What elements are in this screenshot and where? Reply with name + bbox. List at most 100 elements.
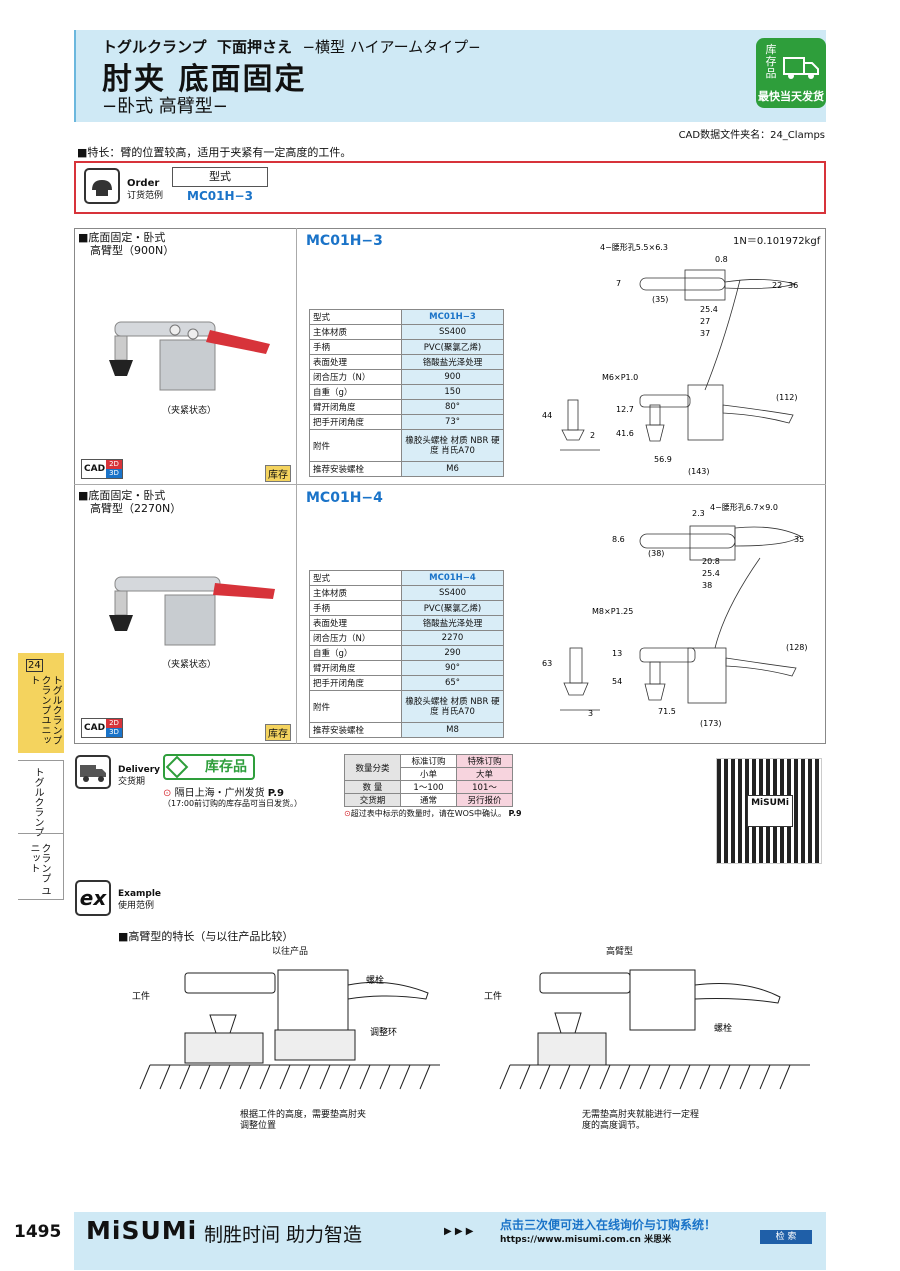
page-subtitle: −卧式 高臂型−: [102, 96, 228, 117]
spec-row: 自重（g）150: [309, 384, 504, 400]
svg-text:4−腰形孔5.5×6.3: 4−腰形孔5.5×6.3: [600, 243, 668, 252]
svg-text:调整环: 调整环: [370, 1026, 397, 1038]
order-box: [74, 161, 826, 214]
model-name: MC01H−3: [306, 233, 383, 249]
order-value: MC01H−3: [187, 189, 253, 203]
slogan: 制胜时间 助力智造: [204, 1224, 363, 1246]
spec-row: 表面处理铬酸盐光泽处理: [309, 354, 504, 370]
left-title: 以往产品: [272, 947, 309, 957]
dimension-drawing: 4−腰形孔6.7×9.0 2.3 8.6 (38) 20.8 25.4 38 3…: [542, 503, 808, 728]
svg-text:38: 38: [702, 581, 712, 590]
svg-text:M8×P1.25: M8×P1.25: [592, 607, 633, 616]
svg-text:22: 22: [772, 281, 782, 290]
svg-text:13: 13: [612, 649, 622, 658]
stock-badge: 库存品 最快当天发货: [756, 38, 826, 108]
svg-text:工件: 工件: [484, 990, 502, 1002]
box-icon: [165, 755, 189, 779]
side-tab-active[interactable]: 24 トグルクランプ クランプユニット: [18, 653, 64, 753]
stock-tag: 库存: [265, 465, 291, 482]
cta-text: 点击三次便可进入在线询价与订购系统！: [500, 1218, 717, 1232]
clamp-state: （夹紧状态）: [162, 406, 217, 416]
svg-text:8.6: 8.6: [612, 535, 625, 544]
svg-text:56.9: 56.9: [654, 455, 672, 464]
svg-text:25.4: 25.4: [702, 569, 720, 578]
svg-text:71.5: 71.5: [658, 707, 676, 716]
svg-text:M6×P1.0: M6×P1.0: [602, 373, 638, 382]
clamp-state: （夹紧状态）: [162, 660, 217, 670]
delivery-footnote: ⊙超过表中标示的数量时，请在WOS中确认。 P.9: [344, 809, 522, 818]
divider: [74, 484, 826, 485]
order-table: 型式 MC01H−3: [172, 167, 268, 205]
svg-text:4−腰形孔6.7×9.0: 4−腰形孔6.7×9.0: [710, 503, 778, 512]
svg-text:(35): (35): [652, 295, 668, 304]
spec-row: 附件橡胶头螺栓 材质 NBR 硬度 肖氏A70: [309, 429, 504, 462]
svg-text:螺栓: 螺栓: [714, 1022, 732, 1034]
svg-text:20.8: 20.8: [702, 557, 720, 566]
jp-title: トグルクランプ 下面押さえ −横型 ハイアームタイプ−: [102, 38, 481, 56]
example-section-title: ■高臂型的特长（与以往产品比较）: [118, 930, 294, 943]
svg-text:25.4: 25.4: [700, 305, 718, 314]
order-col-header: 型式: [172, 167, 268, 187]
clamp-photo: [109, 576, 275, 646]
svg-text:35: 35: [794, 535, 804, 544]
svg-text:螺栓: 螺栓: [366, 974, 384, 986]
example-illustration: 工件 螺栓 调整环 工件 螺栓: [132, 969, 810, 1090]
svg-text:54: 54: [612, 677, 622, 686]
svg-text:(143): (143): [688, 467, 710, 476]
search-button[interactable]: 检 索: [760, 1230, 812, 1244]
example-icon: ex: [75, 880, 111, 916]
svg-text:37: 37: [700, 329, 710, 338]
spec-row: 闭合压力（N）2270: [309, 630, 504, 646]
svg-text:(112): (112): [776, 393, 798, 402]
svg-text:(38): (38): [648, 549, 664, 558]
svg-text:2: 2: [590, 431, 595, 440]
left-caption: 根据工件的高度，需要垫高肘夹调整位置: [240, 1110, 367, 1131]
svg-text:0.8: 0.8: [715, 255, 728, 264]
qr-code[interactable]: MiSUMi: [716, 758, 822, 864]
svg-text:63: 63: [542, 659, 552, 668]
product-panel: [74, 228, 826, 744]
right-title: 高臂型: [606, 947, 634, 957]
product-title: ■底面固定・卧式高臂型（900N）: [78, 231, 175, 257]
stock-tag: 库存: [265, 724, 291, 741]
svg-text:36: 36: [788, 281, 798, 290]
side-tab[interactable]: トグルクランプ クランプ ユニット: [18, 760, 64, 900]
cad-folder-name: CAD数据文件夹名：24_Clamps: [678, 130, 825, 141]
model-name: MC01H−4: [306, 490, 383, 506]
stock-product-badge: 库存品: [163, 754, 255, 780]
svg-text:27: 27: [700, 317, 710, 326]
spec-row: 闭合压力（N）900: [309, 369, 504, 385]
svg-text:41.6: 41.6: [616, 429, 634, 438]
misumi-logo: MiSUMi: [86, 1216, 198, 1245]
delivery-truck-icon: [75, 755, 111, 789]
feature-text: ■特长：臂的位置较高，适用于夹紧有一定高度的工件。: [77, 146, 352, 159]
right-caption: 无需垫高肘夹就能进行一定程度的高度调节。: [582, 1110, 700, 1131]
site-link[interactable]: https://www.misumi.com.cn 米思米: [500, 1235, 672, 1245]
ship-info: ⊙ 隔日上海・广州发货 P.9: [163, 788, 285, 799]
spec-row: 附件橡胶头螺栓 材质 NBR 硬度 肖氏A70: [309, 690, 504, 723]
dimension-drawing: 4−腰形孔5.5×6.3 0.8 7 (35) 25.4 27 37 22 36…: [542, 243, 798, 476]
svg-text:(173): (173): [700, 719, 722, 728]
arrow-icons: ▶ ▶ ▶: [444, 1226, 474, 1237]
phone-icon: [84, 168, 120, 204]
svg-text:2.3: 2.3: [692, 509, 705, 518]
svg-text:12.7: 12.7: [616, 405, 634, 414]
svg-text:44: 44: [542, 411, 552, 420]
divider: [296, 228, 297, 744]
